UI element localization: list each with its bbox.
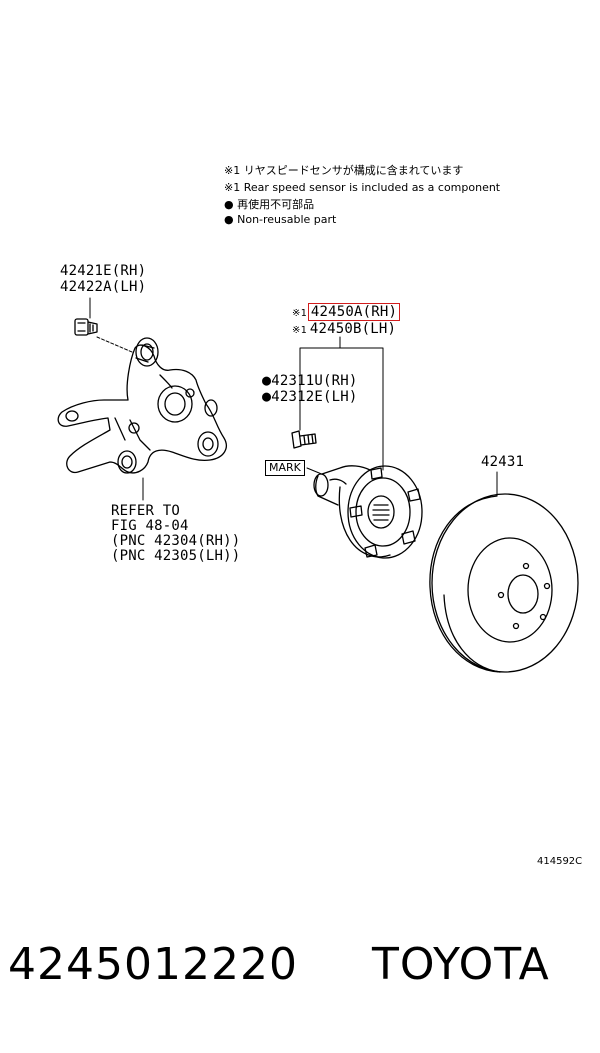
refer-line-4: (PNC 42305(LH)) [111,548,241,564]
brake-disc-icon [429,493,579,673]
mark-label: MARK [265,460,305,476]
footer-part-number: 4245012220 [8,939,298,990]
note-marker: ● [224,213,234,226]
note-text: 再使用不可部品 [237,198,315,211]
note-text: Rear speed sensor is included as a compo… [243,181,501,194]
note-jp-sensor: ※1 リヤスピードセンサが構成に含まれています [224,164,463,178]
leader-lines [89,297,498,501]
highlighted-part-number: 42450A(RH) [307,303,401,321]
nonreusable-marker: ● [262,371,272,389]
hub-bolt-lh: ●42312E(LH) [262,389,358,405]
hub-bolt-icon [291,430,317,449]
hub-lh-label: 42450B(LH) [309,321,397,337]
hub-bolt-lh-label: 42312E(LH) [271,389,358,405]
component-marker: ※1 [292,325,307,336]
knuckle-bolt-rh: 42421E(RH) [60,263,147,279]
disc-bolt-holes [497,562,551,630]
hub-bolt-rh: ●42311U(RH) [262,373,358,389]
hub-bolt-rh-label: 42311U(RH) [271,373,358,389]
disc-part-number: 42431 [481,454,525,470]
hub-assembly-icon [313,465,423,559]
note-marker: ● [224,198,234,211]
refer-line-3: (PNC 42304(RH)) [111,533,241,549]
knuckle-icon [57,337,227,474]
note-en-nonreusable: ● Non-reusable part [224,213,336,227]
knuckle-bolt-lh: 42422A(LH) [60,279,147,295]
note-text: Non-reusable part [237,213,337,226]
refer-line-2: FIG 48-04 [111,518,189,534]
note-jp-nonreusable: ● 再使用不可部品 [224,198,314,212]
component-marker: ※1 [292,308,307,319]
illustration-id: 414592C [537,856,583,867]
hub-studs [349,467,421,558]
refer-line-1: REFER TO [111,503,181,519]
note-marker: ※1 [224,181,241,194]
note-marker: ※1 [224,164,241,177]
knuckle-bolt-icon [74,318,98,336]
note-text: リヤスピードセンサが構成に含まれています [243,164,464,177]
footer-brand: TOYOTA [372,939,550,990]
note-en-sensor: ※1 Rear speed sensor is included as a co… [224,181,500,195]
nonreusable-marker: ● [262,387,272,405]
